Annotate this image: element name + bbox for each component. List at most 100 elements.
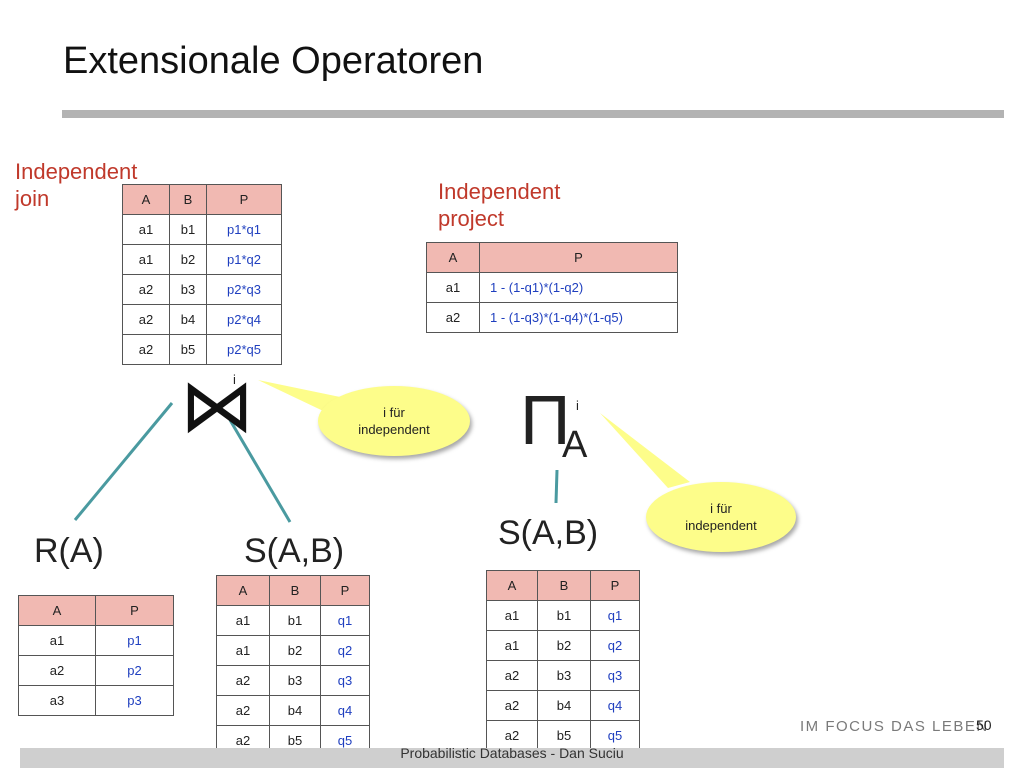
cell: b1 (169, 214, 207, 245)
cell: a2 (216, 695, 270, 726)
join-right-edge (228, 419, 292, 523)
cell: b4 (269, 695, 321, 726)
header-cell: P (206, 184, 282, 215)
join-label: Independent join (15, 158, 137, 212)
bubble-line: independent (358, 422, 430, 437)
project-operator-symbol: Π (520, 381, 571, 459)
cell: q1 (320, 605, 370, 636)
footer-bar (20, 748, 1004, 768)
cell: p2*q3 (206, 274, 282, 305)
cell: b3 (169, 274, 207, 305)
cell: a2 (486, 720, 538, 751)
cell: p2*q5 (206, 334, 282, 365)
cell: p2*q4 (206, 304, 282, 335)
cell: 1 - (1-q3)*(1-q4)*(1-q5) (479, 302, 678, 333)
cell: p1*q2 (206, 244, 282, 275)
cell: q3 (590, 660, 640, 691)
cell: a1 (216, 635, 270, 666)
project-label: Independent project (438, 178, 560, 232)
footer-text: Probabilistic Databases - Dan Suciu (400, 745, 624, 761)
cell: a2 (426, 302, 480, 333)
cell: p3 (95, 685, 174, 716)
cell: p2 (95, 655, 174, 686)
cell: b4 (169, 304, 207, 335)
project-callout-bubble: i für independent (646, 482, 796, 552)
project-superscript: i (576, 398, 579, 413)
cell: a2 (122, 334, 170, 365)
header-cell: P (320, 575, 370, 606)
cell: p1*q1 (206, 214, 282, 245)
join-subscript: i (233, 372, 236, 387)
cell: a1 (122, 214, 170, 245)
header-cell: A (18, 595, 96, 626)
header-cell: P (95, 595, 174, 626)
cell: b2 (269, 635, 321, 666)
cell: b1 (269, 605, 321, 636)
cell: a2 (18, 655, 96, 686)
bubble-line: i für (710, 501, 732, 516)
join-label-line2: join (15, 186, 50, 211)
cell: q2 (590, 630, 640, 661)
header-cell: B (537, 570, 591, 601)
header-cell: A (216, 575, 270, 606)
slide-title: Extensionale Operatoren (63, 40, 484, 82)
cell: a2 (486, 660, 538, 691)
header-cell: P (590, 570, 640, 601)
project-callout-pointer (600, 413, 690, 488)
join-operator-symbol: ⋈ (180, 364, 254, 447)
brand-slogan: IM FOCUS DAS LEBEN (800, 718, 989, 735)
cell: q4 (590, 690, 640, 721)
cell: b1 (537, 600, 591, 631)
header-cell: A (486, 570, 538, 601)
cell: p1 (95, 625, 174, 656)
cell: a1 (18, 625, 96, 656)
project-label-line2: project (438, 206, 505, 231)
cell: b3 (269, 665, 321, 696)
relation-s-join-name: S(A,B) (244, 532, 345, 570)
header-cell: A (122, 184, 170, 215)
cell: q1 (590, 600, 640, 631)
header-cell: P (479, 242, 678, 273)
bubble-line: independent (685, 518, 757, 533)
cell: a1 (426, 272, 480, 303)
cell: a2 (216, 665, 270, 696)
cell: a1 (486, 600, 538, 631)
cell: a1 (486, 630, 538, 661)
cell: b5 (169, 334, 207, 365)
cell: a1 (122, 244, 170, 275)
cell: b3 (537, 660, 591, 691)
cell: q2 (320, 635, 370, 666)
cell: b2 (169, 244, 207, 275)
relation-s-project-name: S(A,B) (498, 514, 599, 552)
join-left-edge (73, 402, 174, 521)
project-subscript: A (562, 424, 588, 466)
cell: a1 (216, 605, 270, 636)
header-cell: B (269, 575, 321, 606)
cell: q4 (320, 695, 370, 726)
cell: 1 - (1-q1)*(1-q2) (479, 272, 678, 303)
cell: b4 (537, 690, 591, 721)
cell: b2 (537, 630, 591, 661)
project-edge (554, 469, 559, 504)
cell: a2 (122, 274, 170, 305)
cell: a3 (18, 685, 96, 716)
relation-r-name: R(A) (34, 532, 104, 570)
